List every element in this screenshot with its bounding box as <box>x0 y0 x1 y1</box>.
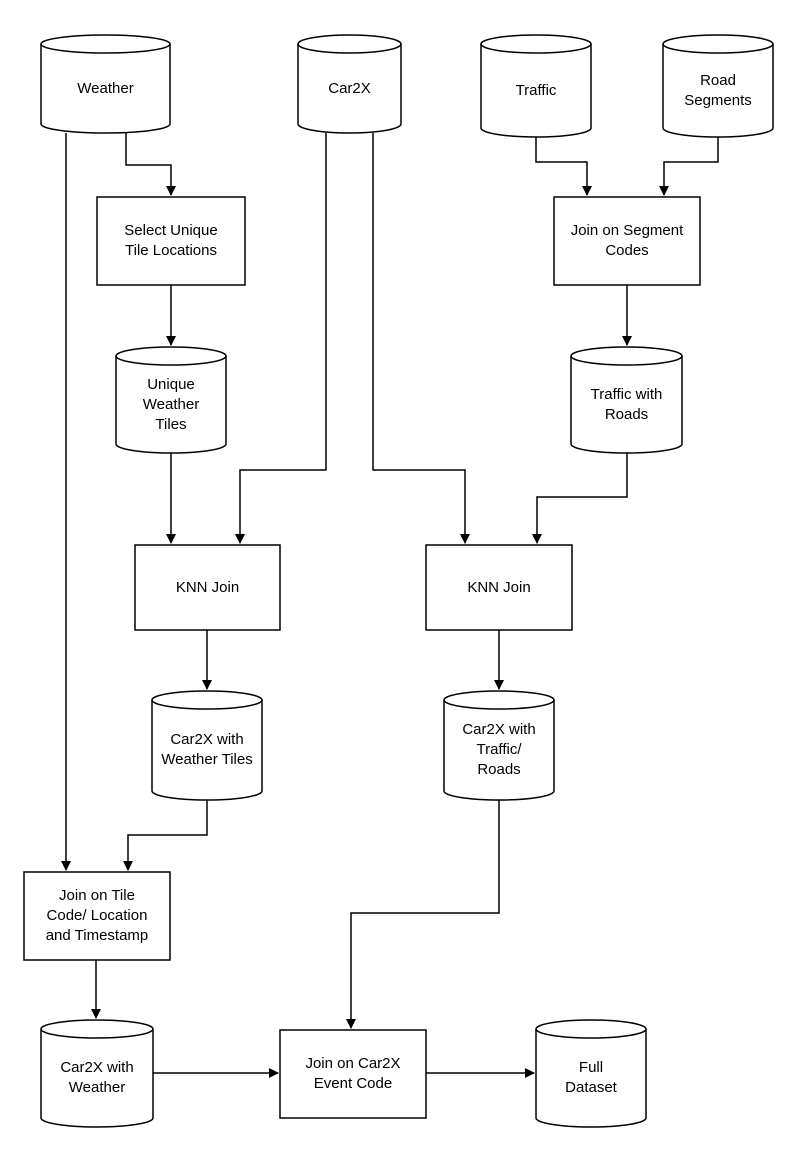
node-label-knn-right: KNN Join <box>467 578 531 596</box>
node-label-knn-left: KNN Join <box>175 578 240 596</box>
cylinder-rim <box>115 355 227 366</box>
process-box <box>96 196 246 286</box>
node-traffic-roads <box>570 346 683 454</box>
process-box <box>553 196 701 286</box>
node-label-car2x-weather-tiles: Car2X with Weather Tiles <box>161 731 253 768</box>
node-car2x-weather-tiles <box>151 690 263 801</box>
cylinder-body <box>535 1019 647 1128</box>
node-join-event <box>279 1029 427 1119</box>
cylinder-rim <box>443 699 555 710</box>
node-join-tile <box>23 871 171 961</box>
cylinder-rim <box>151 699 263 710</box>
node-label-weather: Weather <box>77 79 134 97</box>
node-label-traffic-roads: Traffic with Roads <box>590 385 663 423</box>
node-traffic <box>480 34 592 138</box>
node-join-segment <box>553 196 701 286</box>
node-car2x <box>297 34 402 134</box>
cylinder-body <box>480 34 592 138</box>
node-full-dataset <box>535 1019 647 1128</box>
process-box <box>425 544 573 631</box>
node-label-traffic: Traffic <box>515 81 557 99</box>
process-box <box>23 871 171 961</box>
edge-traffic-roads-to-knn-right <box>532 453 628 544</box>
cylinder-rim <box>570 355 683 366</box>
edge-weather-to-select-unique <box>125 133 176 196</box>
node-knn-left <box>134 544 281 631</box>
process-box <box>134 544 281 631</box>
cylinder-body <box>40 1019 154 1128</box>
edge-road-segments-to-join-segment <box>659 137 719 196</box>
edge-car2x-traffic-roads-to-join-event <box>346 800 500 1029</box>
node-label-road-segments: Road Segments <box>684 71 752 109</box>
cylinder-rim <box>535 1028 647 1039</box>
connectors <box>61 133 719 1078</box>
node-weather <box>40 34 171 134</box>
cylinder-body <box>40 34 171 134</box>
process-box <box>279 1029 427 1119</box>
cylinder-body <box>443 690 555 801</box>
node-label-select-unique: Select Unique Tile Locations <box>124 222 218 259</box>
node-label-car2x-traffic-roads: Car2X with Traffic/ Roads <box>462 721 536 778</box>
node-label-car2x-weather: Car2X with Weather <box>60 1059 134 1096</box>
node-label-join-tile: Join on Tile Code/ Location and Timestam… <box>45 887 149 944</box>
node-label-car2x: Car2X <box>328 79 371 97</box>
cylinder-rim <box>40 1028 154 1039</box>
cylinder-rim <box>480 43 592 54</box>
edge-car2x-weather-tiles-to-join-tile <box>123 800 208 871</box>
node-car2x-traffic-roads <box>443 690 555 801</box>
cylinder-body <box>151 690 263 801</box>
node-label-unique-weather: Unique Weather Tiles <box>142 375 200 433</box>
edge-car2x-to-knn-left <box>235 133 327 544</box>
edge-traffic-to-join-segment <box>535 137 592 196</box>
node-select-unique <box>96 196 246 286</box>
node-car2x-weather <box>40 1019 154 1128</box>
node-label-full-dataset: Full Dataset <box>565 1059 617 1096</box>
cylinder-body <box>570 346 683 454</box>
cylinder-body <box>115 346 227 454</box>
cylinder-body <box>297 34 402 134</box>
node-knn-right <box>425 544 573 631</box>
cylinder-rim <box>662 43 774 54</box>
cylinder-rim <box>297 43 402 54</box>
cylinder-body <box>662 34 774 138</box>
node-road-segments <box>662 34 774 138</box>
edge-car2x-to-knn-right <box>372 133 470 544</box>
node-label-join-segment: Join on Segment Codes <box>570 222 684 259</box>
node-label-join-event: Join on Car2X Event Code <box>305 1055 401 1092</box>
nodes <box>23 34 774 1128</box>
node-unique-weather <box>115 346 227 454</box>
cylinder-rim <box>40 43 171 54</box>
